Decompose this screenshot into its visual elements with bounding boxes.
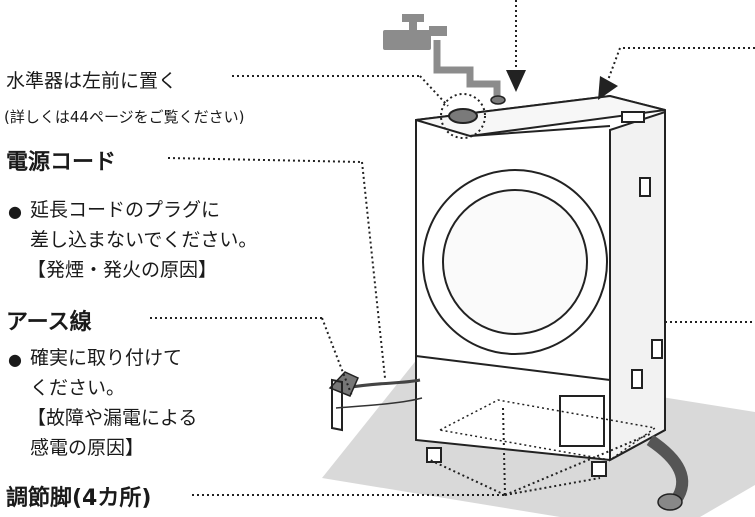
ground-wire-line-1: 確実に取り付けて [30,347,183,369]
arrow-down-left-icon [598,76,618,100]
level-title: 水準器は左前に置く [6,70,178,92]
arrow-down-icon [506,70,526,92]
ground-wire-line-2: ください。 [30,377,126,399]
spirit-level-icon [448,108,478,124]
ground-wire [335,397,423,409]
power-cord-line-2: 差し込まないでください。 [30,229,258,251]
power-plug-icon [328,371,359,397]
power-cord-line-3: 【発煙・発火の原因】 [27,259,218,281]
drain-hose [646,435,689,511]
water-hose [433,40,501,100]
ground-wire-bullet: ● [8,350,22,369]
faucet-icon [383,14,447,50]
ground-wire-heading: アース線 [6,310,92,335]
washer-body [415,94,666,477]
leader-lines [150,0,755,496]
power-cord-line-1: 延長コードのプラグに [30,199,221,221]
ground-wire-line-4: 感電の原因】 [30,437,145,459]
ground-wire-line-3: 【故障や漏電による [27,407,198,429]
level-subtitle: (詳しくは44ページをご覧ください) [4,108,245,126]
feet-heading: 調節脚(4カ所) [6,486,152,511]
power-cord-bullet: ● [8,202,22,221]
power-cord-heading: 電源コード [6,150,117,175]
